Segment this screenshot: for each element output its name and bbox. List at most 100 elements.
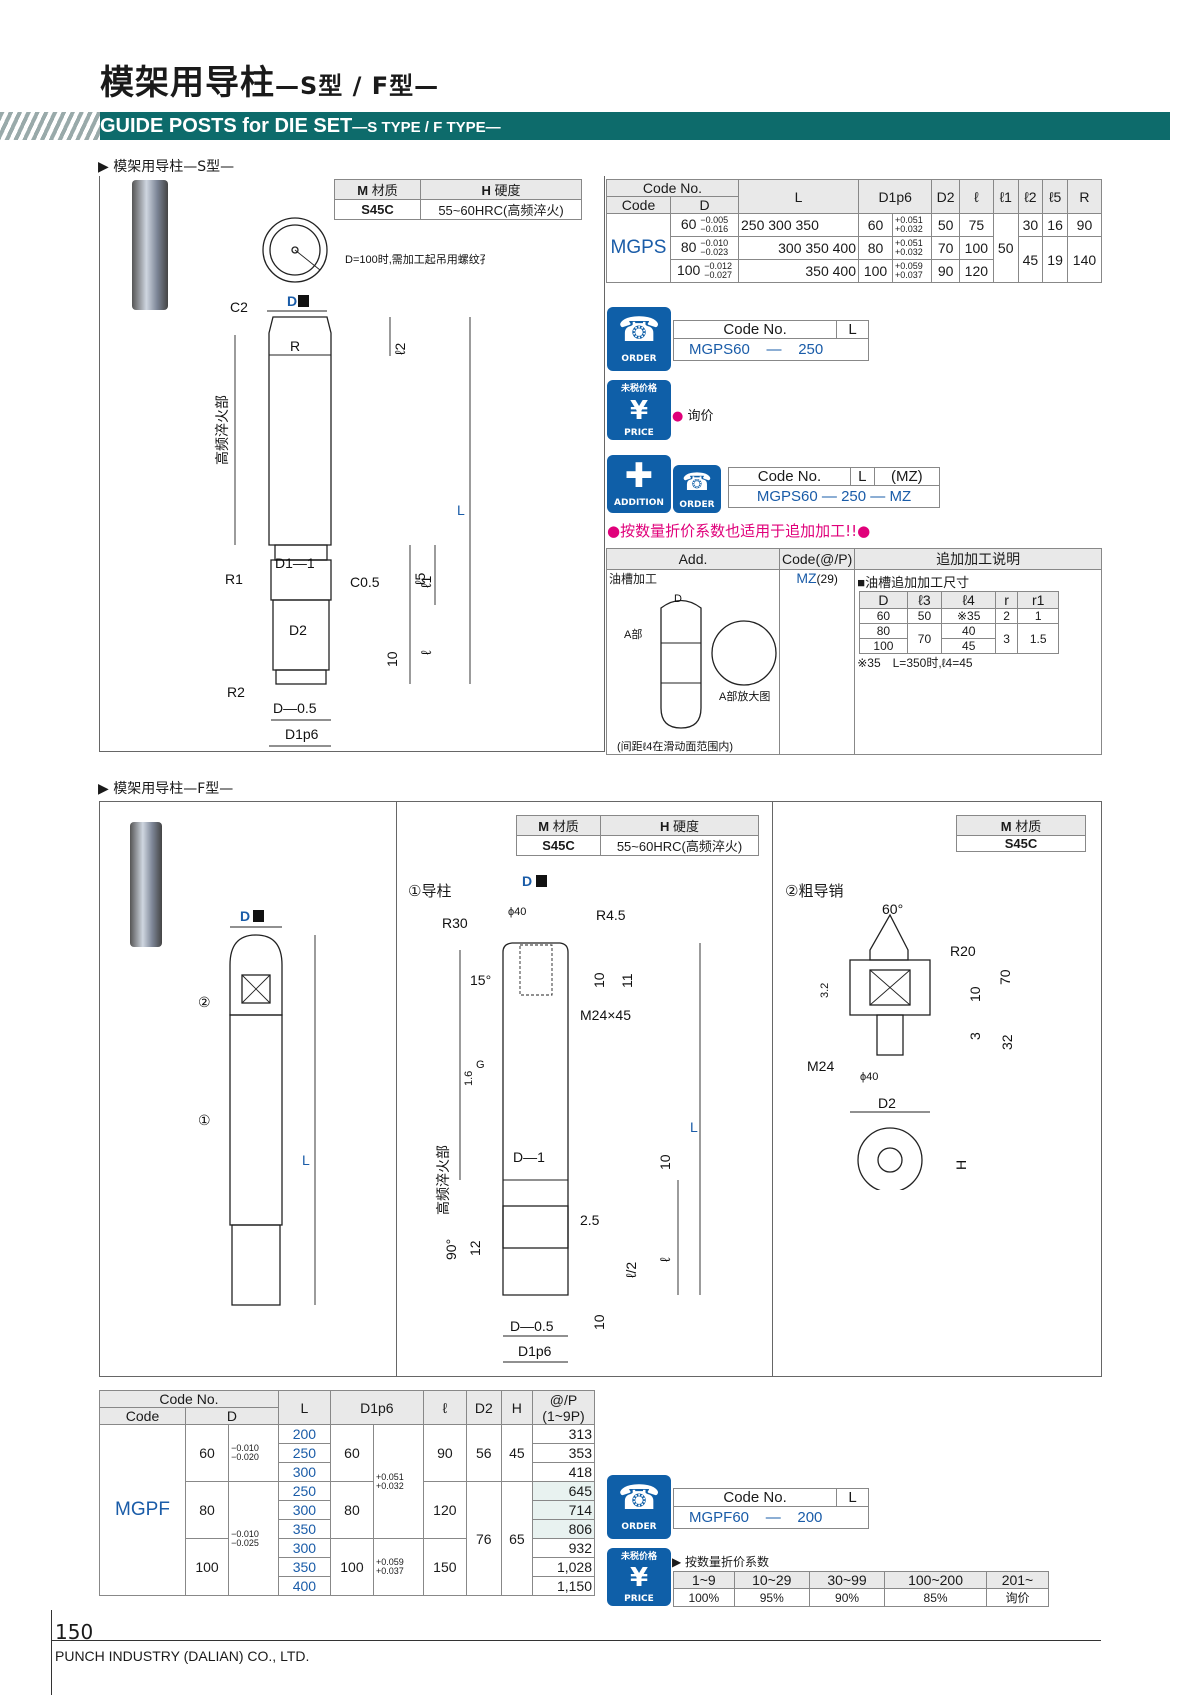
svg-text:11: 11 [619, 973, 635, 988]
svg-text:1.6: 1.6 [463, 1071, 475, 1086]
s-order-codebox: Code No.L MGPS60 — 250 [672, 320, 869, 361]
f-order-codebox: Code No.L MGPF60 — 200 [672, 1488, 869, 1529]
f-pin-material-table: M 材质 S45C [956, 815, 1086, 852]
s-quench-label: 高频淬火部 [214, 395, 230, 465]
s-d1-label: D1—1 [275, 555, 315, 571]
s-r1-label: R1 [225, 571, 243, 587]
s-d1p6-label: D1p6 [285, 726, 319, 742]
f-post-drawing: D ϕ40 R30 R4.5 15° M24×45 高频淬火部 1.6 G D—… [435, 873, 701, 1363]
svg-text:D: D [674, 593, 682, 605]
s-l1-label: ℓ1 [418, 575, 434, 588]
svg-text:A部放大图: A部放大图 [719, 689, 770, 703]
svg-text:70: 70 [997, 969, 1013, 985]
s-dm05-label: D—0.5 [273, 700, 317, 716]
s-add-order-icon: ☎ORDER [673, 465, 721, 513]
svg-text:G: G [476, 1059, 485, 1071]
svg-text:(间距ℓ4在滑动面范围内): (间距ℓ4在滑动面范围内) [617, 739, 733, 753]
s-d2-label: D2 [289, 622, 307, 638]
page-title: 模架用导柱—S型 / F型— [100, 63, 440, 103]
svg-text:ℓ/2: ℓ/2 [623, 1262, 639, 1278]
s-r2-label: R2 [227, 684, 245, 700]
svg-text:10: 10 [591, 972, 607, 988]
f-drawing-frame [99, 801, 1102, 1377]
svg-text:ℓ: ℓ [657, 1257, 673, 1262]
yen-icon: ¥ [629, 1563, 649, 1593]
svg-text:D2: D2 [878, 1095, 896, 1111]
f-price-icon: 未税价格¥PRICE [607, 1548, 671, 1606]
svg-text:10: 10 [967, 986, 983, 1002]
svg-text:L: L [302, 1152, 310, 1168]
svg-text:L: L [690, 1119, 698, 1135]
f-section-heading: ▶ 模架用导柱—F型— [98, 781, 234, 797]
yen-icon: ¥ [629, 396, 649, 426]
svg-text:②: ② [198, 994, 211, 1010]
svg-text:D—0.5: D—0.5 [510, 1318, 554, 1334]
svg-text:H: H [953, 1160, 969, 1170]
s-price-icon: 未税价格¥PRICE [607, 380, 671, 440]
svg-text:ϕ40: ϕ40 [860, 1071, 878, 1083]
s-l2-label: ℓ2 [392, 342, 408, 355]
title-banner [0, 112, 1170, 140]
discount-title: ▶ 按数量折价系数 [672, 1555, 770, 1569]
svg-text:32: 32 [999, 1034, 1015, 1050]
s-price-text: ● 询价 [672, 409, 714, 424]
svg-text:M24: M24 [807, 1058, 834, 1074]
s-c2-label: C2 [230, 299, 248, 315]
s-ell-label: ℓ [418, 650, 434, 655]
s-dt-label: D [287, 293, 297, 309]
s-c05-label: C0.5 [350, 574, 380, 590]
svg-text:10: 10 [657, 1154, 673, 1170]
s-r-label: R [290, 338, 300, 354]
f-order-icon: ☎ORDER [607, 1475, 671, 1539]
svg-text:60°: 60° [882, 901, 903, 917]
svg-text:10: 10 [591, 1314, 607, 1330]
s-code-mgps: MGPS [606, 213, 671, 283]
company-name: PUNCH INDUSTRY (DALIAN) CO., LTD. [55, 1648, 310, 1664]
f-code-mgpf: MGPF [99, 1424, 186, 1596]
s-guide-post-photo [132, 180, 168, 310]
svg-text:A部: A部 [624, 627, 642, 641]
s-note-text: D=100时,需加工起吊用螺纹孔M12X30 [345, 252, 485, 266]
s-ten-label: 10 [384, 651, 400, 667]
pin-title: ②粗导销 [785, 882, 844, 900]
oil-groove-drawing: A部 D A部放大图 (间距ℓ4在滑动面范围内) [617, 593, 777, 753]
svg-text:D—1: D—1 [513, 1149, 545, 1165]
addition-icon: ✚ADDITION [607, 455, 671, 513]
svg-text:R20: R20 [950, 943, 976, 959]
svg-text:3.2: 3.2 [819, 983, 831, 998]
banner-stripes [0, 112, 100, 140]
s-drawing-frame [99, 176, 605, 752]
post-title: ①导柱 [408, 882, 452, 900]
f-assembly-drawing: D ② ① L [198, 908, 316, 1306]
s-l-label: L [457, 502, 465, 518]
svg-text:R30: R30 [442, 915, 468, 931]
f-guide-post-photo [130, 822, 162, 947]
svg-text:①: ① [198, 1112, 211, 1128]
phone-icon: ☎ [617, 310, 661, 350]
svg-text:M24×45: M24×45 [580, 1007, 631, 1023]
banner-text: GUIDE POSTS for DIE SET—S TYPE / F TYPE— [100, 115, 501, 137]
add-processing-table: Add.Code(@/P)追加加工说明 油槽加工 A部 D A部放大图 (间距ℓ… [606, 548, 1102, 755]
svg-text:15°: 15° [470, 972, 491, 988]
s-technical-drawing: D=100时,需加工起吊用螺纹孔M12X30 D C2 R 高频淬火部 D1—1… [214, 217, 485, 747]
svg-text:D: D [522, 873, 532, 889]
s-add-codebox: Code No.L(MZ) MGPS60 — 250 — MZ [728, 467, 941, 508]
phone-icon: ☎ [682, 468, 712, 496]
svg-text:D1p6: D1p6 [518, 1343, 552, 1359]
s-order-icon: ☎ORDER [607, 307, 671, 371]
s-l5-label: ℓ5 [412, 572, 428, 585]
svg-text:3: 3 [967, 1032, 983, 1040]
svg-text:R4.5: R4.5 [596, 907, 626, 923]
svg-text:ϕ40: ϕ40 [508, 906, 526, 918]
plus-icon: ✚ [624, 456, 654, 496]
discount-note: ●按数量折价系数也适用于追加加工!!● [607, 522, 871, 540]
svg-text:90°: 90° [443, 1239, 459, 1260]
svg-text:高频淬火部: 高频淬火部 [435, 1145, 451, 1215]
svg-text:2.5: 2.5 [580, 1212, 600, 1228]
